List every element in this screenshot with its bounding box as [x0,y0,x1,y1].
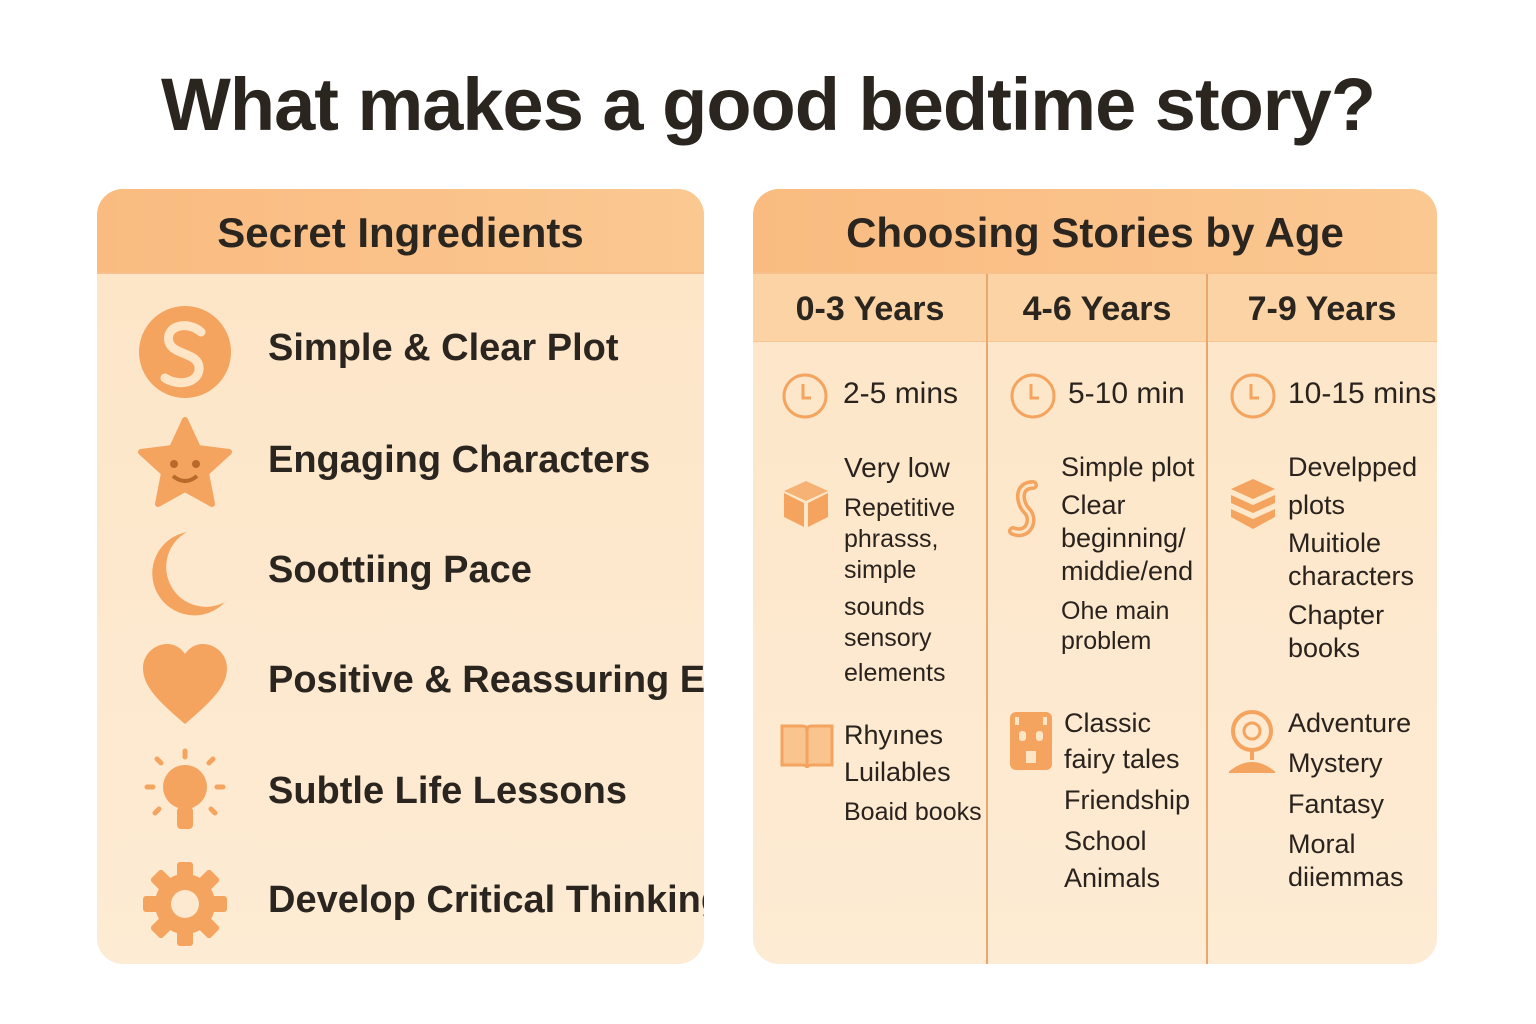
complexity-line: problem [1061,627,1152,656]
s-swirl-icon [139,306,231,398]
s-path-icon [1008,480,1038,538]
ingredient-label: Develop Critical Thinking [268,879,704,921]
complexity-line: sensory [844,624,932,652]
ingredient-label: Subtle Life Lessons [268,770,627,812]
clock-icon [782,373,828,419]
open-book-icon [780,724,834,769]
theme-list: Classic fairy tales Friendship School An… [1064,707,1190,895]
complexity-line: books [1288,632,1361,663]
theme-item: Adventure [1288,708,1412,738]
magnifier-icon [1229,710,1275,773]
complexity-list: Develpped plots Muitiole characters Chap… [1288,451,1417,665]
complexity-line: plots [1288,489,1346,520]
reading-time: 10-15 mins [1288,377,1437,410]
ingredient-item: Develop Critical Thinking [97,851,704,951]
stories-by-age-panel: Choosing Stories by Age 0-3 Years 4-6 Ye… [753,189,1437,964]
panel-heading: Secret Ingredients [97,189,704,274]
gear-icon [143,862,227,946]
theme-item: Luilables [844,756,951,787]
reading-time: 2-5 mins [843,377,959,410]
smiling-star-icon [138,417,232,507]
complexity-line: Chapter [1288,599,1385,630]
clock-icon [1230,373,1276,419]
complexity-line: characters [1288,560,1415,591]
page-title: What makes a good bedtime story? [161,63,1376,146]
theme-list: Rhyınes Luilables Boaid books [844,719,982,827]
complexity-line: beginning/ [1061,522,1186,553]
complexity-text: Repetitive phrasss, simple sounds sensor… [844,493,955,689]
ingredient-label: Positive & Reassuring End [268,659,704,701]
theme-list: Adventure Mystery Fantasy Moral diiemmas [1288,707,1411,894]
ingredient-item: Engaging Characters [97,411,704,511]
complexity-line: elements [844,659,946,687]
theme-item: Animals [1064,862,1161,893]
castle-icon [1010,712,1052,770]
clock-icon [1010,373,1056,419]
column-divider [1206,274,1208,964]
ingredient-label: Soottiing Pace [268,549,532,591]
theme-item: Friendship [1064,784,1191,815]
theme-item: Boaid books [844,797,982,826]
complexity-line: Develpped [1288,452,1418,482]
reading-time: 5-10 min [1068,377,1185,410]
theme-item: Rhyınes [844,720,944,750]
ingredient-item: Positive & Reassuring End [97,631,704,731]
secret-ingredients-panel: Secret Ingredients Simple & Clear Plot E… [97,189,704,964]
complexity-line: simple [844,556,917,584]
ingredient-label: Simple & Clear Plot [268,327,619,369]
column-divider [986,274,988,964]
complexity-line: phrasss, [844,525,939,553]
complexity-line: Repetitive [844,494,956,522]
complexity-list: Simple plot Clear beginning/ middie/end … [1061,451,1195,657]
theme-item: Classic [1064,708,1152,738]
age-column-header: 7-9 Years [1207,274,1437,342]
cube-icon [784,481,828,527]
moon-icon [152,532,225,616]
complexity-line: Clear [1061,489,1126,520]
age-column-header: 4-6 Years [987,274,1207,342]
theme-item: Moral [1288,828,1356,859]
theme-item: Mystery [1288,747,1383,778]
stack-icon [1231,479,1275,529]
ingredient-label: Engaging Characters [268,439,651,481]
complexity-line: middie/end [1061,555,1194,586]
ingredient-item: Subtle Life Lessons [97,742,704,842]
complexity-line: Simple plot [1061,452,1195,482]
complexity-line: sounds [844,593,925,621]
ingredient-item: Simple & Clear Plot [97,299,704,399]
theme-item: fairy tales [1064,743,1180,774]
complexity-text: Very low [844,452,950,483]
age-column-header: 0-3 Years [753,274,987,342]
theme-item: Fantasy [1288,788,1385,819]
theme-item: diiemmas [1288,861,1404,892]
lightbulb-icon [144,748,226,829]
heart-icon [143,644,227,724]
panel-heading: Choosing Stories by Age [753,189,1437,274]
complexity-line: Ohe main [1061,596,1170,625]
theme-item: School [1064,825,1147,856]
complexity-line: Muitiole [1288,527,1382,558]
ingredient-item: Soottiing Pace [97,521,704,621]
